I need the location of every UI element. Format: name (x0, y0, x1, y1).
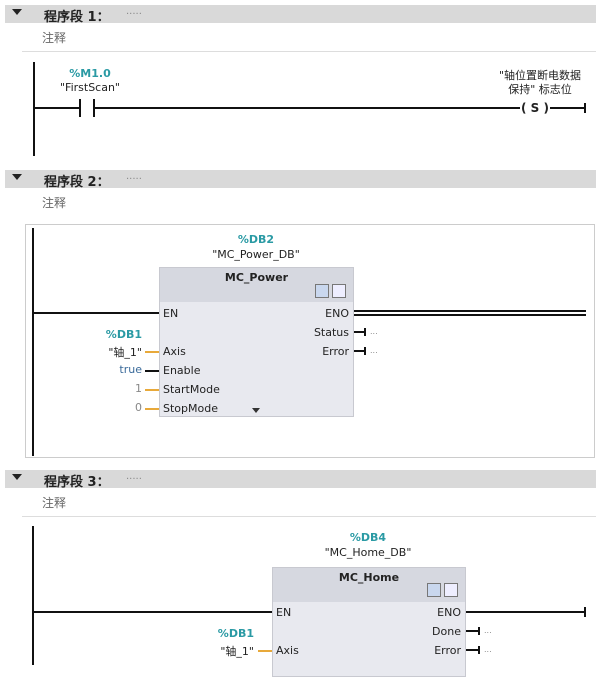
config-icon[interactable] (427, 583, 441, 597)
pin-axis: Axis (276, 644, 299, 657)
axis-wire (258, 650, 272, 652)
rung-wire (550, 107, 586, 109)
mc-home-block[interactable]: MC_Home EN Axis ENO Done Error (272, 567, 466, 677)
divider (22, 516, 596, 517)
network-title-placeholder[interactable]: ..... (126, 471, 142, 482)
set-coil-icon[interactable]: ( S ) (521, 101, 549, 115)
coil-type: S (530, 101, 540, 115)
no-contact-icon[interactable] (79, 99, 95, 117)
collapse-triangle-icon[interactable] (12, 474, 22, 480)
done-value[interactable]: ... (484, 626, 492, 635)
eno-wire (354, 310, 586, 316)
error-value[interactable]: ... (370, 346, 378, 355)
pin-en: EN (276, 606, 292, 619)
instance-db-name: "MC_Home_DB" (324, 546, 412, 559)
instance-db-address: %DB4 (349, 531, 387, 544)
mc-power-block[interactable]: MC_Power EN Axis Enable StartMode StopMo… (159, 267, 354, 417)
collapse-triangle-icon[interactable] (12, 174, 22, 180)
expand-arrow-icon[interactable] (252, 408, 260, 413)
power-rail (32, 526, 34, 665)
pin-enable: Enable (163, 364, 201, 377)
pin-eno: ENO (437, 606, 461, 619)
error-wire (466, 646, 480, 654)
network-comment[interactable]: 注释 (42, 196, 67, 210)
error-value[interactable]: ... (484, 645, 492, 654)
network-comment[interactable]: 注释 (42, 31, 67, 45)
network-title: 程序段 1： (44, 10, 110, 25)
contact-tag: "FirstScan" (59, 81, 120, 94)
axis-tag[interactable]: "轴_1" (108, 346, 142, 359)
rung-wire (32, 611, 272, 613)
axis-db-address: %DB1 (217, 627, 254, 640)
network-title: 程序段 2： (44, 175, 110, 190)
rung-wire (33, 107, 80, 109)
pin-status: Status (313, 326, 349, 339)
pin-error: Error (434, 644, 461, 657)
network-comment[interactable]: 注释 (42, 496, 67, 510)
startmode-value[interactable]: 1 (135, 382, 142, 395)
enable-value[interactable]: true (119, 363, 142, 376)
coil-tag-line1: "轴位置断电数据 (498, 69, 582, 82)
rung-end (584, 103, 586, 113)
rung-wire (95, 107, 520, 109)
pin-done: Done (432, 625, 461, 638)
pin-axis: Axis (163, 345, 186, 358)
error-wire (354, 347, 366, 355)
config-icon[interactable] (315, 284, 329, 298)
diagnostics-icon[interactable] (332, 284, 346, 298)
instance-db-address: %DB2 (237, 233, 275, 246)
pin-stopmode: StopMode (163, 402, 218, 415)
diagnostics-icon[interactable] (444, 583, 458, 597)
rung-end (584, 607, 586, 617)
axis-wire (145, 351, 159, 353)
network-3-header[interactable]: 程序段 3： ..... (5, 470, 596, 490)
stopmode-value[interactable]: 0 (135, 401, 142, 414)
axis-db-address: %DB1 (105, 328, 142, 341)
stopmode-wire (145, 408, 159, 410)
enable-wire (145, 370, 159, 372)
collapse-triangle-icon[interactable] (12, 9, 22, 15)
network-1-header[interactable]: 程序段 1： ..... (5, 5, 596, 25)
pin-en: EN (163, 307, 179, 320)
block-name: MC_Home (338, 571, 400, 584)
network-title-placeholder[interactable]: ..... (126, 6, 142, 17)
power-rail (32, 228, 34, 456)
instance-db-name: "MC_Power_DB" (212, 248, 300, 261)
network-title: 程序段 3： (44, 475, 110, 490)
divider (22, 51, 596, 52)
network-title-placeholder[interactable]: ..... (126, 171, 142, 182)
startmode-wire (145, 389, 159, 391)
pin-eno: ENO (325, 307, 349, 320)
status-value[interactable]: ... (370, 327, 378, 336)
status-wire (354, 328, 366, 336)
coil-tag-line2: 保持" 标志位 (508, 83, 572, 96)
axis-tag[interactable]: "轴_1" (220, 645, 254, 658)
done-wire (466, 627, 480, 635)
rung-wire (32, 312, 159, 314)
block-name: MC_Power (224, 271, 289, 284)
contact-address: %M1.0 (69, 67, 111, 80)
network-2-area (25, 224, 595, 458)
power-rail (33, 62, 35, 156)
pin-startmode: StartMode (163, 383, 220, 396)
eno-wire (466, 611, 586, 613)
network-2-header[interactable]: 程序段 2： ..... (5, 170, 596, 190)
pin-error: Error (322, 345, 349, 358)
